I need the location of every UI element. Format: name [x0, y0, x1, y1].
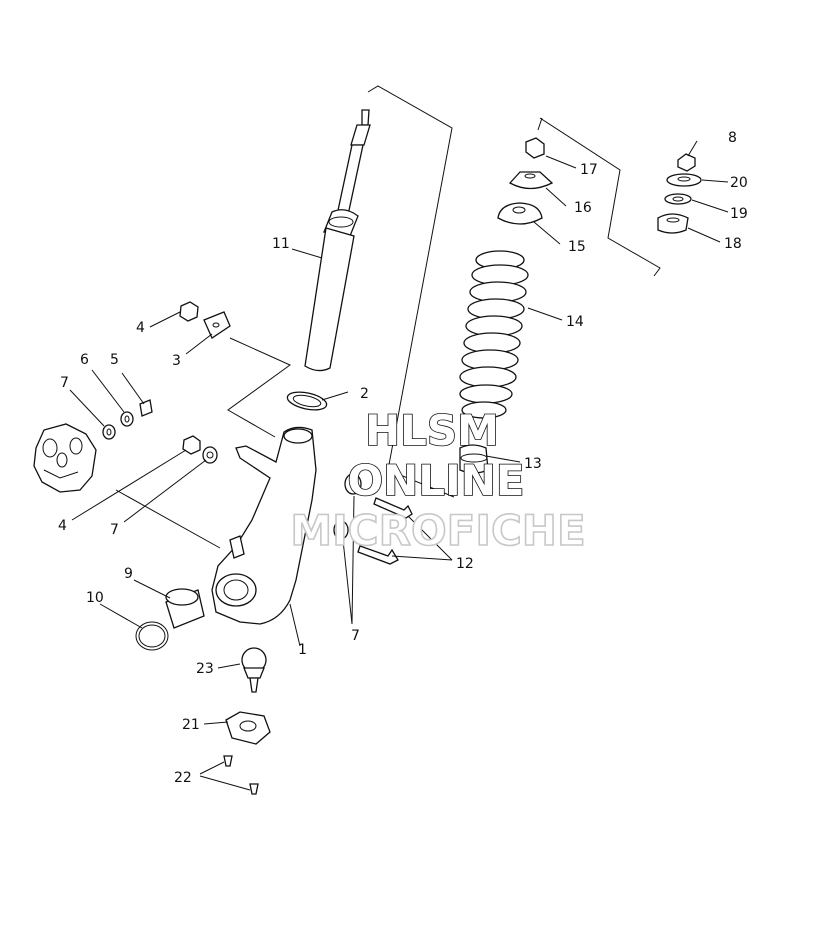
mounting-plate-part [225, 711, 271, 745]
mount-hardware-parts [657, 153, 702, 234]
callout-4-upper: 4 [136, 320, 145, 336]
callout-16: 16 [574, 200, 592, 216]
callout-23: 23 [196, 661, 214, 677]
shock-absorber-part [304, 109, 371, 372]
callout-19: 19 [730, 206, 748, 222]
small-screws-part [223, 755, 259, 795]
callout-10: 10 [86, 590, 104, 606]
callout-4-lower: 4 [58, 518, 67, 534]
watermark-online: ONLINE [347, 456, 524, 505]
knuckle-bolts-part [333, 473, 413, 565]
spring-cap-part [508, 171, 554, 190]
callout-3: 3 [172, 353, 181, 369]
bump-stop-part [459, 444, 489, 474]
callout-13: 13 [524, 456, 542, 472]
callout-20: 20 [730, 175, 748, 191]
callout-17: 17 [580, 162, 598, 178]
callout-12: 12 [456, 556, 474, 572]
watermark: MICROFICHE HLSM ONLINE [290, 405, 587, 556]
callout-15: 15 [568, 239, 586, 255]
callout-18: 18 [724, 236, 742, 252]
callout-14: 14 [566, 314, 584, 330]
callout-1: 1 [298, 642, 307, 658]
callout-21: 21 [182, 717, 200, 733]
callout-2: 2 [360, 386, 369, 402]
coil-spring-part [459, 250, 529, 419]
top-nut-part [525, 137, 545, 159]
ball-joint-part [241, 647, 267, 693]
callout-22: 22 [174, 770, 192, 786]
ring-part [286, 391, 328, 411]
callout-6: 6 [80, 352, 89, 368]
bolt-washer-parts [102, 399, 153, 440]
callout-11: 11 [272, 236, 290, 252]
bracket-part [203, 311, 231, 339]
circlip-part [135, 621, 169, 651]
spring-seat-part [497, 202, 543, 225]
watermark-hlsm: HLSM [365, 406, 499, 455]
leader-lines [69, 140, 729, 791]
callout-7-left: 7 [60, 375, 69, 391]
nut-upper-part [179, 301, 199, 322]
brake-caliper-part [33, 423, 97, 493]
callout-8: 8 [728, 130, 737, 146]
callout-5: 5 [110, 352, 119, 368]
nut-lower-part [182, 435, 218, 464]
callout-labels: 11 2 3 4 5 6 7 4 7 8 20 19 18 17 16 15 1… [58, 130, 748, 786]
watermark-microfiche: MICROFICHE [290, 506, 585, 555]
group-bracket-lines [115, 85, 661, 549]
steering-knuckle-part [211, 426, 317, 625]
wheel-bearing-part [165, 588, 205, 629]
callout-9: 9 [124, 566, 133, 582]
callout-7-lower: 7 [110, 522, 119, 538]
callout-7-right: 7 [351, 628, 360, 644]
